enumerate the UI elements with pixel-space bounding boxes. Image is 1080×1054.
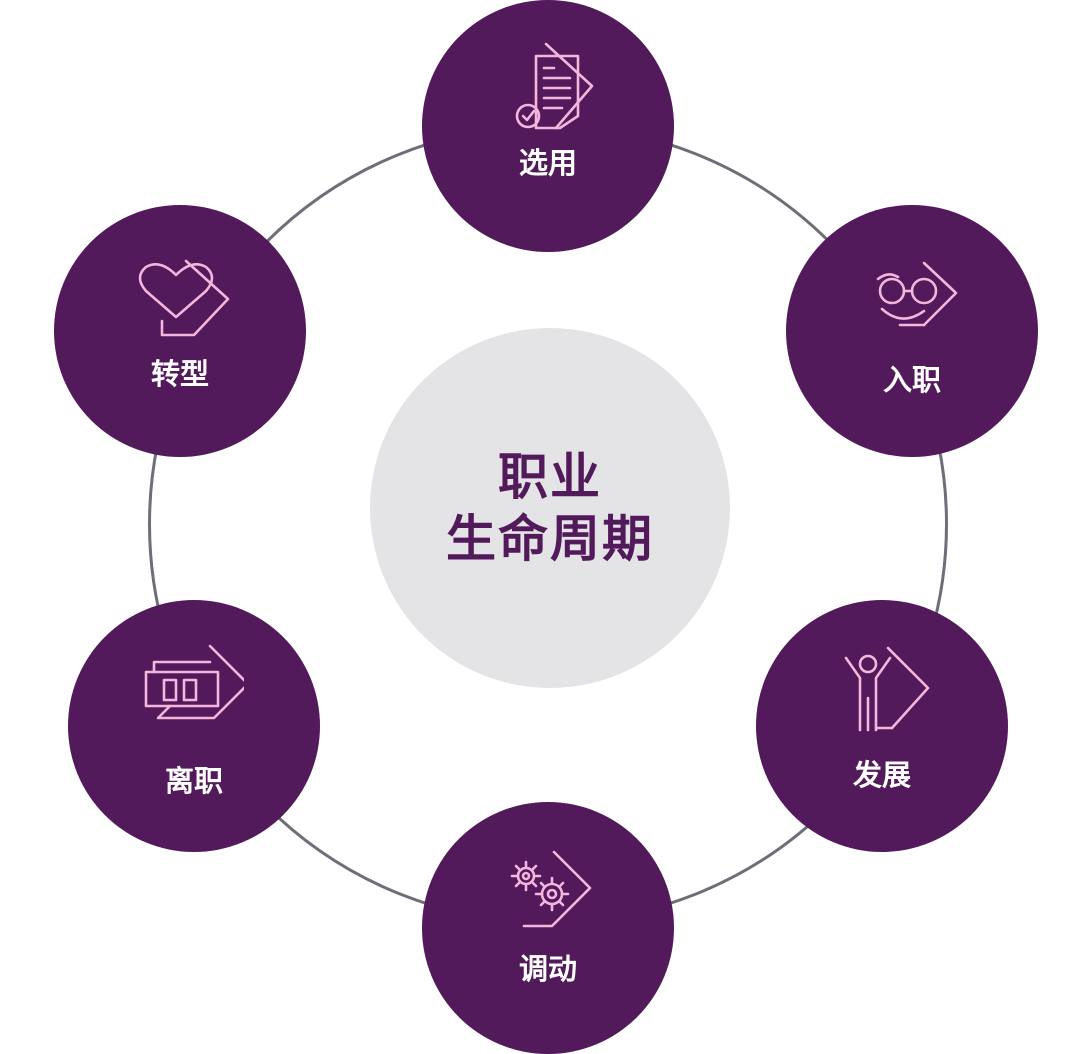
document-check-icon xyxy=(515,42,594,130)
stage-node-exit[interactable]: 离职 xyxy=(68,600,320,852)
smiling-face-glasses-icon xyxy=(876,261,958,327)
heart-icon xyxy=(138,259,230,337)
person-arms-raised-icon xyxy=(844,646,930,732)
stage-label-transfer: 调动 xyxy=(518,952,577,986)
stage-node-development[interactable]: 发展 xyxy=(756,600,1008,852)
center-title-line2: 生命周期 xyxy=(446,510,654,568)
stage-label-exit: 离职 xyxy=(164,764,223,798)
stage-label-development: 发展 xyxy=(852,758,911,792)
stage-node-transition[interactable]: 转型 xyxy=(54,205,306,457)
stage-label-transition: 转型 xyxy=(150,357,209,391)
stage-node-transfer[interactable]: 调动 xyxy=(422,802,674,1054)
gears-icon xyxy=(510,850,592,928)
stage-node-selection[interactable]: 选用 xyxy=(422,0,674,252)
center-circle: 职业 生命周期 xyxy=(370,328,730,688)
exit-door-icon xyxy=(144,644,244,720)
stage-label-onboarding: 入职 xyxy=(882,363,941,397)
stage-label-selection: 选用 xyxy=(518,146,577,180)
stage-node-onboarding[interactable]: 入职 xyxy=(786,205,1038,457)
center-title-line1: 职业 xyxy=(498,448,602,506)
